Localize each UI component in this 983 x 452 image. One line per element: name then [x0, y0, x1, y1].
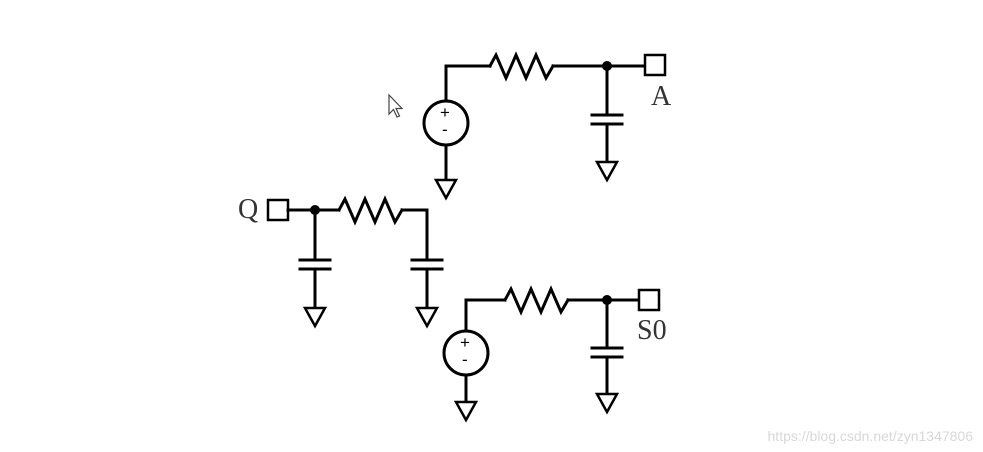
capacitor-icon [410, 258, 444, 308]
ground-icon [433, 178, 459, 201]
wire [444, 64, 492, 102]
ground-icon [453, 400, 479, 423]
resistor-icon [487, 51, 556, 82]
ground-icon [594, 160, 620, 183]
resistor-icon [502, 285, 571, 316]
ground-icon [414, 306, 440, 329]
watermark-text: https://blog.csdn.net/zyn1347806 [767, 428, 973, 444]
circuit-s0: S0 + - [442, 285, 667, 423]
ground-icon [302, 306, 328, 329]
ground-icon [594, 392, 620, 415]
wire [400, 208, 429, 262]
mouse-pointer-icon [388, 93, 404, 118]
port-label-s0: S0 [637, 315, 667, 346]
wire [464, 298, 507, 332]
port-label-a: A [651, 81, 672, 112]
port-square-icon[interactable] [637, 288, 661, 312]
capacitor-icon [590, 298, 624, 394]
source-plus-sign: + [440, 103, 450, 122]
port-label-q: Q [238, 194, 258, 225]
voltage-source-icon: + - [442, 329, 490, 377]
voltage-source-icon: + - [422, 99, 470, 147]
port-square-icon[interactable] [266, 198, 290, 222]
circuit-q: Q [238, 194, 444, 329]
circuit-a: A + - [422, 51, 672, 201]
capacitor-icon [590, 64, 624, 162]
port-square-icon[interactable] [643, 53, 667, 77]
capacitor-icon [298, 208, 332, 308]
source-minus-sign: - [462, 350, 468, 369]
source-minus-sign: - [442, 120, 448, 139]
resistor-icon [336, 195, 405, 226]
source-plus-sign: + [460, 333, 470, 352]
